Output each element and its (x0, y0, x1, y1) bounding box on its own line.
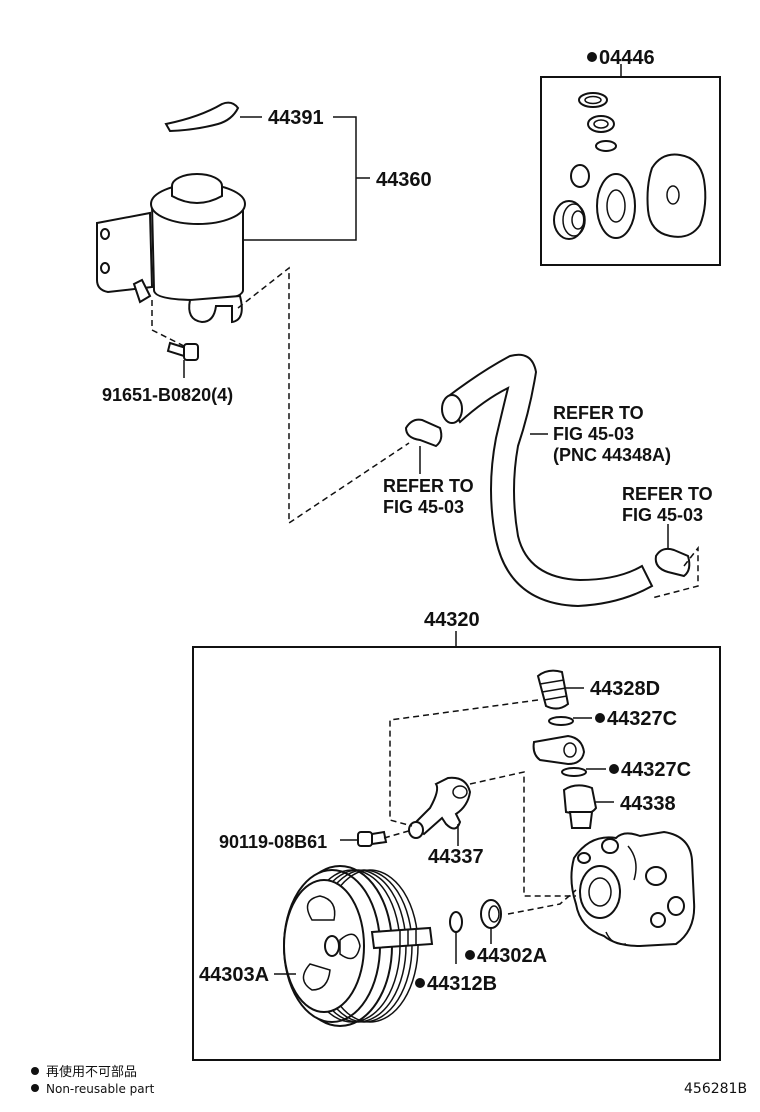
part-label-union[interactable]: 44328D (590, 678, 660, 700)
reservoir-assembly: 44391 44360 91651-B0820(4) (96, 101, 432, 525)
ref-mid-line3[interactable]: (PNC 44348A) (553, 445, 671, 465)
part-label-oring-lower[interactable]: 44327C (621, 759, 691, 781)
part-label-bolt-reservoir[interactable]: 91651-B0820(4) (102, 385, 233, 405)
ref-left-line1[interactable]: REFER TO (383, 476, 474, 496)
part-label-oring-upper[interactable]: 44327C (607, 708, 677, 730)
part-label-kit[interactable]: 04446 (599, 47, 655, 69)
part-label-inlet-pipe[interactable]: 44337 (428, 846, 484, 868)
valve (562, 784, 598, 829)
non-reusable-dot (587, 52, 597, 62)
seal-front (480, 899, 502, 929)
part-label-valve[interactable]: 44338 (620, 793, 676, 815)
legend-en: Non-reusable part (46, 1082, 155, 1096)
legend: 再使用不可部品 Non-reusable part (31, 1064, 155, 1096)
ref-left-line2[interactable]: FIG 45-03 (383, 497, 464, 517)
pulley (283, 865, 434, 1027)
ref-mid-line2[interactable]: FIG 45-03 (553, 424, 634, 444)
ref-mid-line1[interactable]: REFER TO (553, 403, 644, 423)
inlet-pipe (408, 776, 472, 839)
non-reusable-dot (465, 950, 475, 960)
part-label-pump-assy[interactable]: 44320 (424, 609, 480, 631)
part-label-hose-small[interactable]: 44391 (268, 107, 324, 129)
bolt-pump (357, 830, 388, 847)
legend-jp: 再使用不可部品 (46, 1064, 137, 1080)
part-label-seal-ring[interactable]: 44312B (427, 973, 497, 995)
oring-upper (548, 716, 574, 726)
bolt-reservoir (166, 341, 199, 361)
non-reusable-dot (31, 1084, 39, 1092)
seal-ring (449, 911, 463, 933)
ref-right-line2[interactable]: FIG 45-03 (622, 505, 703, 525)
part-label-bolt-pump[interactable]: 90119-08B61 (219, 832, 327, 852)
part-label-reservoir[interactable]: 44360 (376, 169, 432, 191)
oring-lower (561, 767, 587, 777)
non-reusable-dot (415, 978, 425, 988)
non-reusable-dot (31, 1067, 39, 1075)
kit-seal-set (553, 92, 707, 240)
pump-body (570, 830, 696, 948)
pump-assembly: 44320 44328D 44327C 44327C 4 (192, 609, 721, 1061)
ref-right-line1[interactable]: REFER TO (622, 484, 713, 504)
kit-box: 04446 (540, 47, 721, 266)
union (536, 669, 570, 710)
figure-id: 456281B (684, 1081, 747, 1097)
return-hose: REFER TO FIG 45-03 REFER TO FIG 45-03 (P… (383, 353, 713, 608)
banjo-fitting (532, 734, 586, 766)
non-reusable-dot (595, 713, 605, 723)
non-reusable-dot (609, 764, 619, 774)
part-label-pulley[interactable]: 44303A (199, 964, 269, 986)
hose-small (164, 101, 240, 133)
part-label-seal-front[interactable]: 44302A (477, 945, 547, 967)
